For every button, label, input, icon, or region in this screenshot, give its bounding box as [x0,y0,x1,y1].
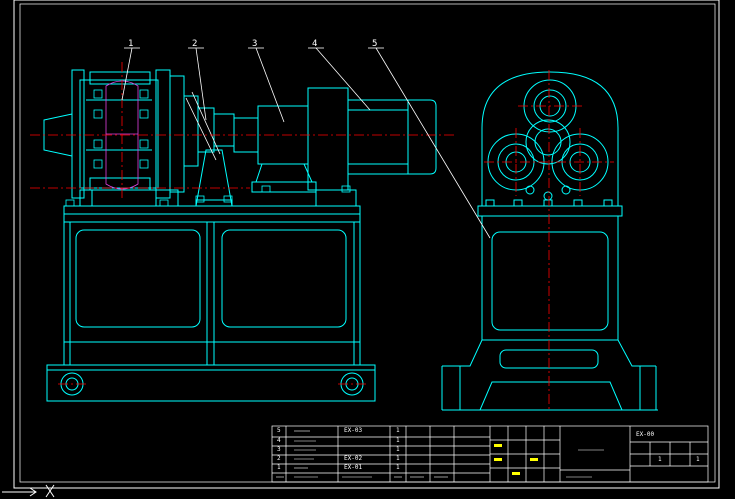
bom-row-5-no: 1 [277,464,281,471]
bom-row-5-code: EX-01 [344,464,363,471]
unreadable-labels [276,430,604,478]
belt-lines [185,91,221,161]
leader-4: 4 [312,39,317,49]
frame-window-left [75,229,201,328]
roll-center [525,119,571,165]
bom-row-5-qty: 1 [396,464,400,471]
leader-5: 5 [372,39,377,49]
side-frame [481,215,619,341]
bearing-support [195,149,233,207]
side-frame-window [491,231,609,331]
title-block-code: EX-00 [636,431,655,438]
leader-1: 1 [128,39,133,49]
bom-row-2-no: 4 [277,437,281,444]
leader-3: 3 [252,39,257,49]
frame-window-right [221,229,347,328]
roll-housing [481,71,619,207]
sheet-border [13,0,720,489]
bom-row-3-no: 3 [277,446,281,453]
leader-2: 2 [192,39,197,49]
bom-row-4-qty: 1 [396,455,400,462]
leader-lines [121,47,491,239]
title-block-marks [494,444,538,475]
side-centerlines [484,70,614,412]
motor-body [347,99,409,175]
bom-row-4-no: 2 [277,455,281,462]
side-view [441,71,658,411]
leader-numbers: 1 2 3 4 5 [128,39,377,49]
ucs-icon [2,484,55,498]
bom-row-2-qty: 1 [396,437,400,444]
title-block-scale: 1 [658,456,662,463]
front-view [43,69,437,402]
title-block-sheet: 1 [696,456,700,463]
bom-table-lines [271,425,709,483]
bom-row-1-code: EX-03 [344,427,363,434]
bom-row-3-qty: 1 [396,446,400,453]
bom-row-1-no: 5 [277,427,281,434]
front-centerlines [30,62,455,385]
front-bolts [65,89,351,207]
bom-row-4-code: EX-02 [344,455,363,462]
bom-row-1-qty: 1 [396,427,400,434]
roll-assembly [79,79,159,189]
